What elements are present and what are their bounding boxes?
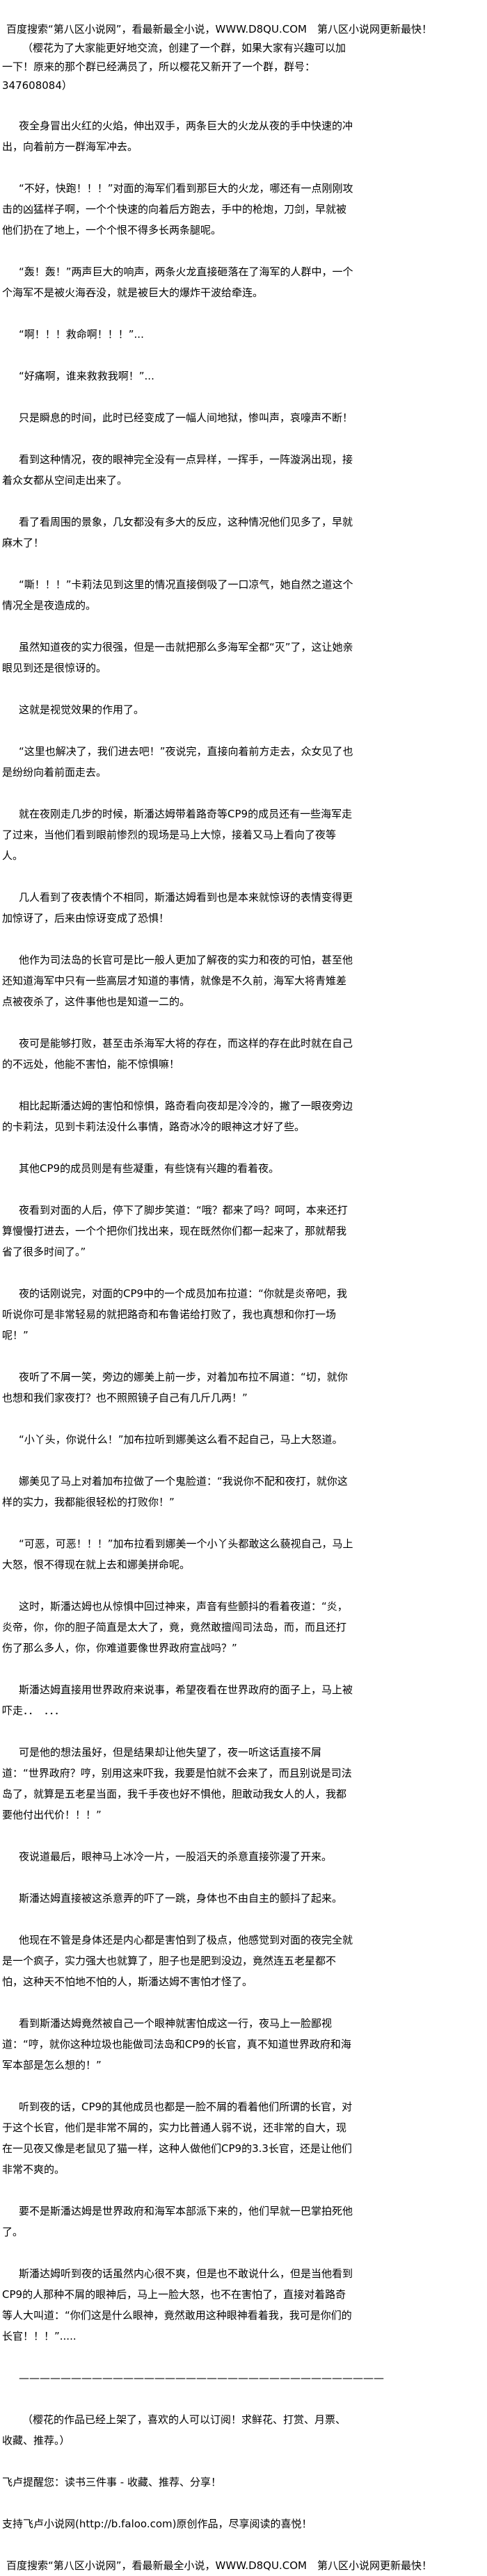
story-paragraph: 可是他的想法虽好，但是结果却让他失望了，夜一听这话直接不屑道：“世界政府？哼，别… — [2, 1746, 352, 1821]
story-paragraph: 他作为司法岛的长官可是比一般人更加了解夜的实力和夜的可怕，甚至他还知道海军中只有… — [2, 954, 353, 1008]
story-paragraph: 要不是斯潘达姆是世界政府和海军本部派下来的，他们早就一巴掌拍死他了。 — [2, 2205, 353, 2238]
story-paragraph: 夜听了不屑一笑，旁边的娜美上前一步，对着加布拉不屑道：“切，就你也想和我们家夜打… — [2, 1371, 348, 1404]
story-paragraph: “小丫头，你说什么！”加布拉听到娜美这么看不起自己，马上大怒道。 — [19, 1433, 343, 1446]
story-paragraph: “可恶，可恶！！！”加布拉看到娜美一个小丫头都敢这么藐视自己，马上大怒，恨不得现… — [2, 1538, 353, 1571]
story-paragraph: 他现在不管是身体还是内心都是害怕到了极点，他感觉到对面的夜完全就是一个疯子，实力… — [2, 1934, 353, 1988]
story-paragraph: 只是瞬息的时间，此时已经变成了一幅人间地狱，惨叫声，哀嚎声不断！ — [19, 411, 353, 424]
story-paragraph: 夜说道最后，眼神马上冰冷一片，一股滔天的杀意直接弥漫了开来。 — [19, 1850, 333, 1863]
story-paragraph: 看了看周围的景象，几女都没有多大的反应，这种情况他们见多了，早就麻木了！ — [2, 516, 353, 549]
story-paragraph: 斯潘达姆听到夜的话虽然内心很不爽，但是也不敢说什么，但是当他看到CP9的人那种不… — [2, 2267, 353, 2342]
story-paragraph: 其他CP9的成员则是有些凝重，有些饶有兴趣的看着夜。 — [19, 1162, 280, 1175]
author-group-note: （樱花为了大家能更好地交流，创建了一个群，如果大家有兴趣可以加一下！原来的那个群… — [2, 42, 346, 92]
story-paragraph: 就在夜刚走几步的时候，斯潘达姆带着路奇等CP9的成员还有一些海军走了过来，当他们… — [2, 808, 353, 862]
author-notice: （樱花的作品已经上架了，喜欢的人可以订阅！求鲜花、打赏、月票、收藏、推荐。） — [2, 2413, 346, 2447]
faloo-reminder: 飞卢提醒您：读书三件事 - 收藏、推荐、分享！ — [2, 2476, 221, 2488]
story-paragraph: “不好，快跑！！！”对面的海军们看到那巨大的火龙，哪还有一点刚刚攻击的凶猛样子啊… — [2, 182, 353, 236]
story-paragraph: 这时，斯潘达姆也从惊惧中回过神来，声音有些颤抖的看着夜道：“炎，炎帝，你，你的胆… — [2, 1600, 348, 1654]
story-paragraph: 听到夜的话，CP9的其他成员也都是一脸不屑的看着他们所谓的长官，对于这个长官，他… — [2, 2101, 353, 2176]
story-paragraph: 夜看到对面的人后，停下了脚步笑道：“哦？都来了吗？呵呵，本来还打算慢慢打进去，一… — [2, 1204, 348, 1258]
story-paragraph: “嘶！！！”卡莉法见到这里的情况直接倒吸了一口凉气，她自然之道这个情况全是夜造成… — [2, 578, 353, 612]
story-paragraph: 相比起斯潘达姆的害怕和惊惧，路奇看向夜却是冷冷的，撇了一眼夜旁边的卡莉法，见到卡… — [2, 1100, 353, 1133]
story-paragraph: 看到这种情况，夜的眼神完全没有一点异样，一挥手，一阵漩涡出现，接着众女都从空间走… — [2, 453, 353, 487]
story-paragraph: “这里也解决了，我们进去吧！”夜说完，直接向着前方走去，众女见了也是纷纷向着前面… — [2, 745, 353, 778]
story-paragraph: 看到斯潘达姆竟然被自己一个眼神就害怕成这一行，夜马上一脸鄙视道：“哼，就你这种垃… — [2, 2017, 351, 2071]
story-paragraph: 斯潘达姆直接用世界政府来说事，希望夜看在世界政府的面子上，马上被吓走．． ．．． — [2, 1684, 353, 1717]
faloo-support-link[interactable]: 支持飞卢小说网(http://b.faloo.com)原创作品，尽享阅读的喜悦！ — [2, 2518, 312, 2530]
story-paragraph: 夜可是能够打败，甚至击杀海军大将的存在，而这样的存在此时就在自己的不远处，他能不… — [2, 1037, 353, 1070]
story-paragraph: 夜全身冒出火红的火焰，伸出双手，两条巨大的火龙从夜的手中快速的冲出，向着前方一群… — [2, 120, 353, 153]
story-paragraph: 娜美见了马上对着加布拉做了一个鬼脸道：“我说你不配和夜打，就你这样的实力，我都能… — [2, 1475, 348, 1508]
chapter-page: 百度搜索“第八区小说网”，看最新最全小说，WWW.D8QU.COM 第八区小说网… — [2, 23, 432, 2572]
chapter-body: 夜全身冒出火红的火焰，伸出双手，两条巨大的火龙从夜的手中快速的冲出，向着前方一群… — [2, 115, 354, 2347]
story-paragraph: “轰！轰！”两声巨大的响声，两条火龙直接砸落在了海军的人群中，一个个海军不是被火… — [2, 266, 353, 299]
story-paragraph: 斯潘达姆直接被这杀意弄的吓了一跳，身体也不由自主的颤抖了起来。 — [19, 1892, 343, 1905]
story-paragraph: “啊！！！救命啊！！！”... — [19, 328, 144, 341]
end-divider: ——————————————————————————————————— — [19, 2372, 384, 2384]
story-paragraph: 这就是视觉效果的作用了。 — [19, 703, 145, 716]
story-paragraph: 虽然知道夜的实力很强，但是一击就把那么多海军全都“灭”了，这让她亲眼见到还是很惊… — [2, 641, 353, 674]
footer-ad-banner: 百度搜索“第八区小说网”，看最新最全小说，WWW.D8QU.COM 第八区小说网… — [6, 2559, 432, 2572]
story-paragraph: 几人看到了夜表情个不相同，斯潘达姆看到也是本来就惊讶的表情变得更加惊讶了，后来由… — [2, 891, 353, 924]
story-paragraph: “好痛啊，谁来救救我啊！”... — [19, 370, 154, 382]
header-ad-banner: 百度搜索“第八区小说网”，看最新最全小说，WWW.D8QU.COM 第八区小说网… — [6, 23, 432, 35]
story-paragraph: 夜的话刚说完，对面的CP9中的一个成员加布拉道：“你就是炎帝吧，我听说你可是非常… — [2, 1287, 347, 1342]
